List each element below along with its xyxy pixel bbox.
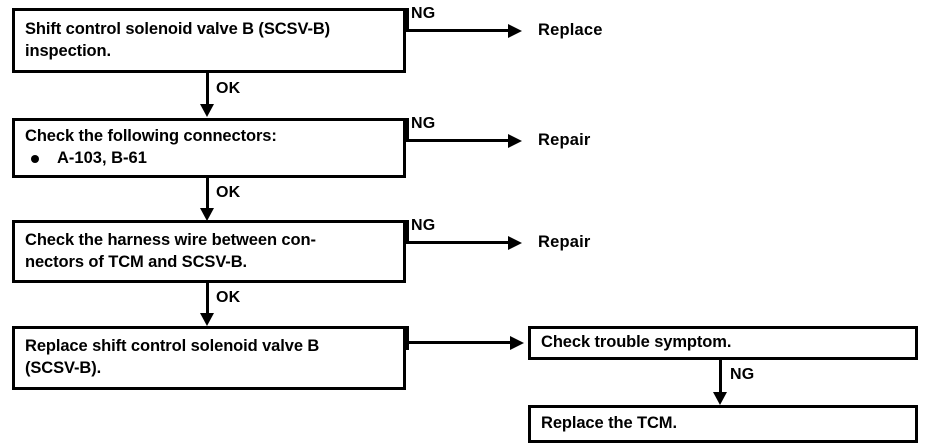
step-box-check-connectors[interactable]: Check the following connectors: A-103, B… [12,118,406,178]
ng4-line [719,360,722,394]
ng2-line [406,139,512,142]
ok3-line [206,283,209,316]
ng2-riser [406,118,409,142]
step2-bullet-row: A-103, B-61 [25,148,394,170]
edge-label-ok2: OK [216,184,241,201]
step3-line2: nectors of TCM and SCSV-B. [25,252,248,271]
edge-label-ng2: NG [411,115,436,132]
step1-line1: Shift control solenoid valve B (SCSV-B) [25,19,331,38]
ng1-riser [406,8,409,32]
ng2-arrowhead [508,134,522,148]
ng4-arrowhead [713,392,727,405]
edge-label-ng3: NG [411,217,436,234]
ok1-arrowhead [200,104,214,117]
step4-to-step5-line [406,341,512,344]
bullet-icon [31,154,39,163]
edge-label-ok3: OK [216,289,241,306]
step6-line1: Replace the TCM. [541,414,677,433]
step1-line2: inspection. [25,41,111,60]
step4-line2: (SCSV-B). [25,359,102,377]
step5-line1: Check trouble symptom. [541,333,732,352]
step2-bullet-text: A-103, B-61 [57,149,147,167]
edge-label-ng1: NG [411,5,436,22]
ok1-line [206,73,209,106]
ok2-arrowhead [200,208,214,221]
step-box-scsv-b-inspection[interactable]: Shift control solenoid valve B (SCSV-B) … [12,8,406,73]
step4-to-step5-arrowhead [510,336,524,350]
edge-label-ng4: NG [730,366,755,383]
edge-label-ok1: OK [216,80,241,97]
ng1-arrowhead [508,24,522,38]
result-repair-1: Repair [538,131,591,149]
step2-line1: Check the following connectors: [25,127,277,146]
step3-line1: Check the harness wire between con- [25,230,316,249]
ng1-line [406,29,512,32]
ok3-arrowhead [200,313,214,326]
step-box-check-trouble-symptom[interactable]: Check trouble symptom. [528,326,918,360]
step4-to-step5-riser [406,326,409,350]
result-replace: Replace [538,21,603,39]
ng3-riser [406,220,409,244]
ng3-arrowhead [508,236,522,250]
step-box-check-harness[interactable]: Check the harness wire between con- nect… [12,220,406,283]
ng3-line [406,241,512,244]
step-box-replace-scsv-b[interactable]: Replace shift control solenoid valve B (… [12,326,406,390]
ok2-line [206,178,209,212]
result-repair-2: Repair [538,233,591,251]
step4-line1: Replace shift control solenoid valve B [25,337,320,356]
step-box-replace-tcm[interactable]: Replace the TCM. [528,405,918,443]
